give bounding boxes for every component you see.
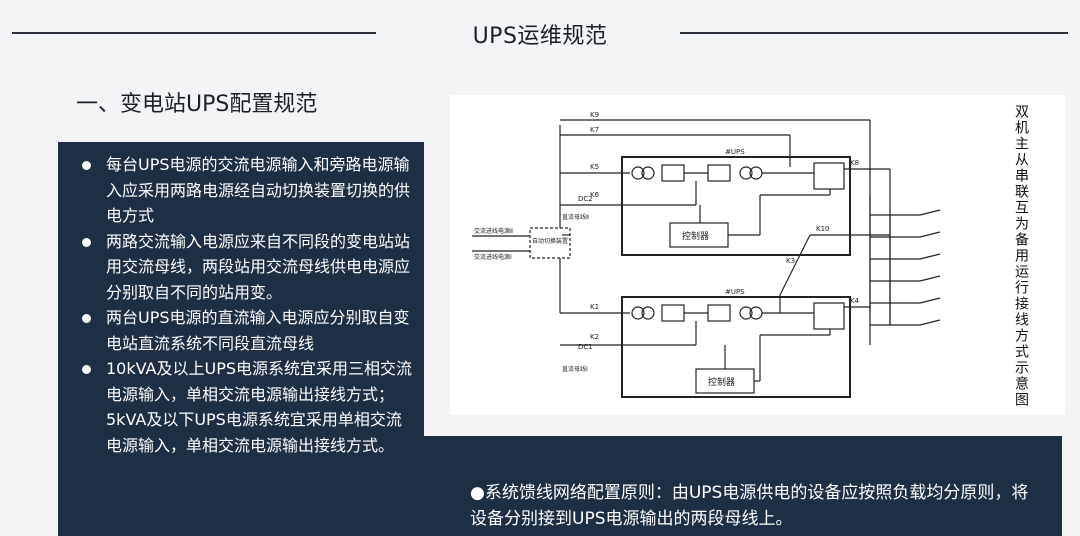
- list-item: 两台UPS电源的直流输入电源应分别取自变电站直流系统不同段直流母线: [58, 305, 414, 356]
- title-rule-right: [680, 32, 1068, 34]
- list-item: 10kVA及以上UPS电源系统宜采用三相交流电源输入，单相交流电源输出接线方式；…: [58, 356, 414, 458]
- k7-label: K7: [590, 126, 599, 134]
- list-item: 两路交流输入电源应来自不同段的变电站站用交流母线，两段站用交流母线供电电源应分别…: [58, 229, 414, 306]
- controller-top-label: 控制器: [682, 230, 709, 242]
- list-item-text: 两路交流输入电源应来自不同段的变电站站用交流母线，两段站用交流母线供电电源应分别…: [106, 231, 411, 302]
- static-switch-top: [813, 162, 845, 190]
- k2-label: K2: [590, 333, 599, 341]
- k8-label: K8: [850, 159, 859, 167]
- ats-box: [529, 227, 571, 259]
- config-rules-panel: 每台UPS电源的交流电源输入和旁路电源输入应采用两路电源经自动切换装置切换的供电…: [58, 142, 424, 536]
- bullet-dot-icon: [82, 314, 91, 323]
- ups-bottom-box: [621, 296, 851, 398]
- controller-bottom-label: 控制器: [708, 376, 735, 388]
- ats-label: 自动切换装置: [532, 237, 568, 245]
- ups-wiring-diagram: K9 K7 K5 K6 K8 K10 K3 K1 K2 K4 DC2 DC1 #…: [450, 95, 1065, 415]
- dc-bus-2-label: 直流母线Ⅱ: [562, 213, 589, 221]
- config-rules-list: 每台UPS电源的交流电源输入和旁路电源输入应采用两路电源经自动切换装置切换的供电…: [58, 142, 424, 458]
- k6-label: K6: [590, 191, 600, 199]
- list-item: 每台UPS电源的交流电源输入和旁路电源输入应采用两路电源经自动切换装置切换的供电…: [58, 152, 414, 229]
- section-heading: 一、变电站UPS配置规范: [76, 92, 318, 117]
- feeder-principle-text: ●系统馈线网络配置原则：由UPS电源供电的设备应按照负载均分原则，将设备分别接到…: [470, 483, 1029, 529]
- bullet-dot-icon: [82, 161, 91, 170]
- k5-label: K5: [590, 163, 599, 171]
- k9-label: K9: [590, 111, 599, 119]
- dc1-label: DC1: [578, 343, 593, 351]
- dc2-label: DC2: [578, 195, 593, 203]
- dc-bus-1-label: 直流母线Ⅰ: [562, 365, 588, 373]
- k1-label: K1: [590, 303, 599, 311]
- bullet-dot-icon: [82, 365, 91, 374]
- feeder-principle-panel: ●系统馈线网络配置原则：由UPS电源供电的设备应按照负载均分原则，将设备分别接到…: [424, 436, 1062, 536]
- diagram-caption: 双机主从串联互为备用运行接线方式示意图: [1013, 104, 1029, 408]
- page-title: UPS运维规范: [472, 24, 608, 49]
- ac-source-1-label: 交流进线电源Ⅰ: [474, 253, 512, 261]
- ups-top-box: [621, 156, 851, 256]
- bullet-dot-icon: [82, 237, 91, 247]
- wiring-schematic: K9 K7 K5 K6 K8 K10 K3 K1 K2 K4 DC2 DC1 #…: [472, 111, 941, 398]
- ac-source-2-label: 交流进线电源Ⅱ: [474, 227, 513, 235]
- k3-label: K3: [786, 257, 795, 265]
- list-item-text: 两台UPS电源的直流输入电源应分别取自变电站直流系统不同段直流母线: [106, 308, 410, 353]
- ups-bottom-label: #UPS: [725, 288, 745, 296]
- k10-label: K10: [816, 225, 830, 233]
- title-rule-left: [12, 32, 376, 34]
- list-item-text: 10kVA及以上UPS电源系统宜采用三相交流电源输入，单相交流电源输出接线方式；…: [106, 359, 413, 455]
- static-switch-bottom: [813, 302, 845, 330]
- k4-label: K4: [850, 297, 860, 305]
- ups-top-label: #UPS: [725, 148, 745, 156]
- list-item-text: 每台UPS电源的交流电源输入和旁路电源输入应采用两路电源经自动切换装置切换的供电…: [106, 155, 411, 225]
